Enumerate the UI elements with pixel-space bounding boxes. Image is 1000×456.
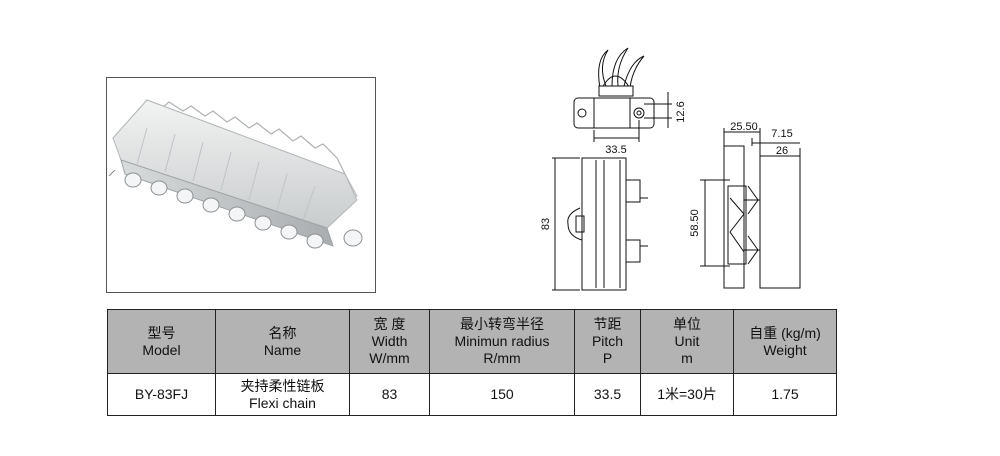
header-weight: 自重 (kg/m) Weight [733, 309, 837, 374]
dim-25-50: 25.50 [730, 121, 758, 133]
header-radius: 最小转弯半径 Minimun radius R/mm [429, 309, 575, 374]
dim-83: 83 [540, 218, 552, 230]
dim-7-15: 7.15 [771, 128, 792, 140]
table-header-row: 型号 Model 名称 Name 宽 度 Width W/mm 最小转弯半径 M… [107, 309, 837, 374]
top-view-drawing [573, 47, 672, 142]
cell-weight: 1.75 [733, 373, 837, 416]
cell-unit: 1米=30片 [640, 373, 734, 416]
table-row: BY-83FJ 夹持柔性链板 Flexi chain 83 150 33.5 1… [107, 373, 837, 416]
cell-model: BY-83FJ [107, 373, 216, 416]
cell-name: 夹持柔性链板 Flexi chain [215, 373, 350, 416]
product-photo [106, 77, 376, 293]
dim-33-5: 33.5 [605, 144, 626, 156]
header-name: 名称 Name [215, 309, 350, 374]
header-pitch: 节距 Pitch P [574, 309, 641, 374]
cell-width: 83 [349, 373, 430, 416]
chain-photo-illustration [108, 99, 363, 249]
front-view-drawing [552, 157, 648, 291]
technical-drawings: 12.6 33.5 83 25.50 7.15 26 58.50 [540, 47, 801, 291]
spec-table: 型号 Model 名称 Name 宽 度 Width W/mm 最小转弯半径 M… [107, 309, 837, 416]
dim-12-6: 12.6 [675, 101, 687, 122]
header-width: 宽 度 Width W/mm [349, 309, 430, 374]
header-model: 型号 Model [107, 309, 216, 374]
cell-pitch: 33.5 [574, 373, 641, 416]
dim-58-50: 58.50 [689, 209, 701, 237]
header-unit: 单位 Unit m [640, 309, 734, 374]
side-view-drawing [700, 128, 801, 289]
cell-radius: 150 [429, 373, 575, 416]
dim-26: 26 [776, 145, 788, 157]
